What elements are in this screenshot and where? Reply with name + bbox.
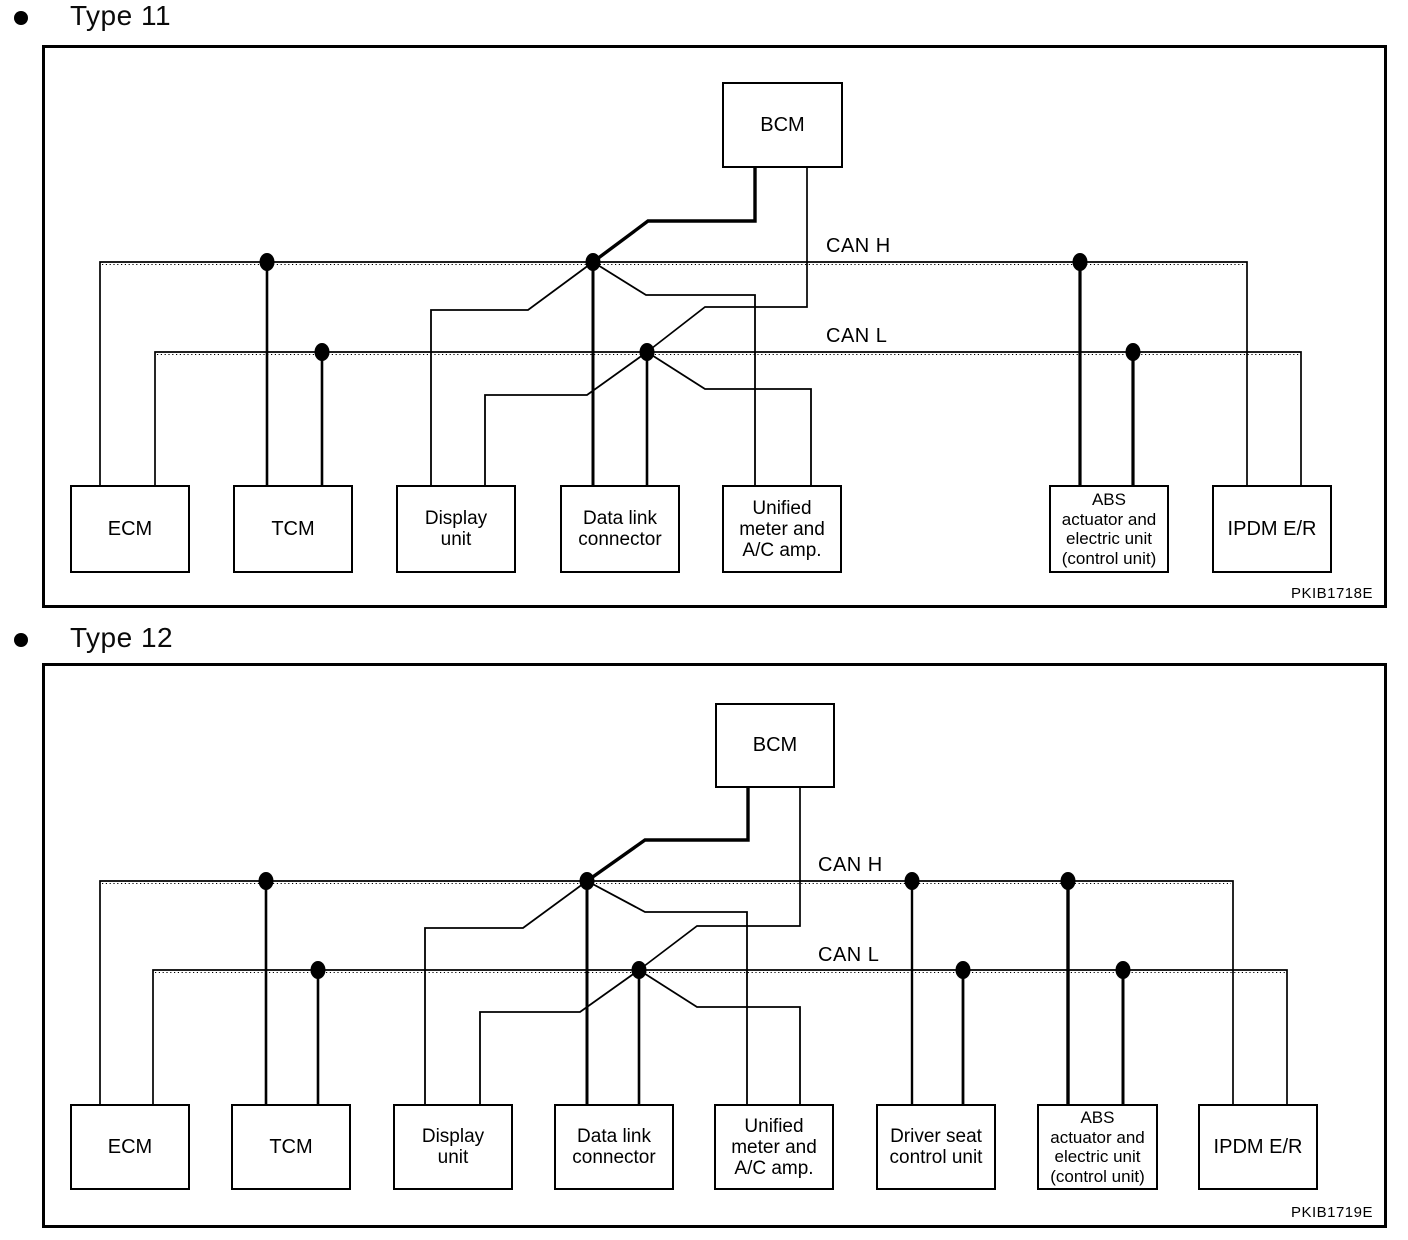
node-box-unified-meter: Unified meter and A/C amp. [714,1104,834,1190]
display-can-l-wire [479,969,640,1104]
display-can-h-wire [424,880,588,1104]
bcm-box: BCM [722,82,843,168]
section-title-type12: Type 12 [70,622,174,653]
diagram-border [42,45,1387,608]
junction-dot [1072,253,1088,271]
junction-dot [585,253,601,271]
can-h-bus [99,261,1248,485]
meter-can-h-wire [586,880,748,1104]
meter-can-l-wire [638,969,801,1104]
can-h-bus-label: CAN H [826,235,891,257]
bcm-can-l-wire [638,788,801,971]
can-h-bus [99,880,1234,1104]
display-can-h-wire [430,261,594,485]
bcm-can-h-wire [586,788,750,883]
diagram-type12: BCM CAN H CAN L ECM TCM Display unit Dat… [42,663,1387,1228]
junction-dot [314,343,330,361]
section-title-type11: Type 11 [70,0,172,31]
figure-code: PKIB1719E [1290,1204,1373,1221]
bcm-can-l-wire [646,168,808,353]
node-box-tcm: TCM [231,1104,351,1190]
bcm-can-h-wire [591,168,757,264]
node-box-ipdm: IPDM E/R [1212,485,1332,573]
node-box-driver-seat: Driver seat control unit [876,1104,996,1190]
junction-dot [955,961,971,979]
display-can-l-wire [484,351,648,485]
can-h-bus-label: CAN H [818,854,883,876]
node-box-abs: ABS actuator and electric unit (control … [1049,485,1169,573]
node-box-unified-meter: Unified meter and A/C amp. [722,485,842,573]
node-box-data-link-connector: Data link connector [560,485,680,573]
diagram-border [42,663,1387,1228]
bullet-icon [14,11,28,25]
node-box-ecm: ECM [70,485,190,573]
can-l-bus [152,969,1288,1104]
junction-dot [639,343,655,361]
can-l-bus-label: CAN L [826,325,888,347]
node-box-abs: ABS actuator and electric unit (control … [1037,1104,1158,1190]
node-box-display-unit: Display unit [396,485,516,573]
node-box-display-unit: Display unit [393,1104,513,1190]
junction-dot [258,872,274,890]
meter-can-l-wire [646,351,812,485]
meter-can-h-wire [592,261,756,485]
junction-dot [310,961,326,979]
node-box-ipdm: IPDM E/R [1198,1104,1318,1190]
junction-dot [579,872,595,890]
can-l-bus [154,351,1302,485]
bullet-icon [14,633,28,647]
junction-dot [1125,343,1141,361]
wire-layer-type12 [42,663,1387,1228]
node-box-data-link-connector: Data link connector [554,1104,674,1190]
wire-layer-type11 [42,45,1387,608]
diagram-type11: BCM CAN H CAN L ECM TCM Display unit Dat… [42,45,1387,608]
node-box-ecm: ECM [70,1104,190,1190]
junction-dot [904,872,920,890]
junction-dot [1115,961,1131,979]
can-l-bus-label: CAN L [818,944,880,966]
bcm-box: BCM [715,703,835,788]
figure-code: PKIB1718E [1290,585,1373,602]
junction-dot [631,961,647,979]
node-box-tcm: TCM [233,485,353,573]
junction-dot [1060,872,1076,890]
junction-dot [259,253,275,271]
